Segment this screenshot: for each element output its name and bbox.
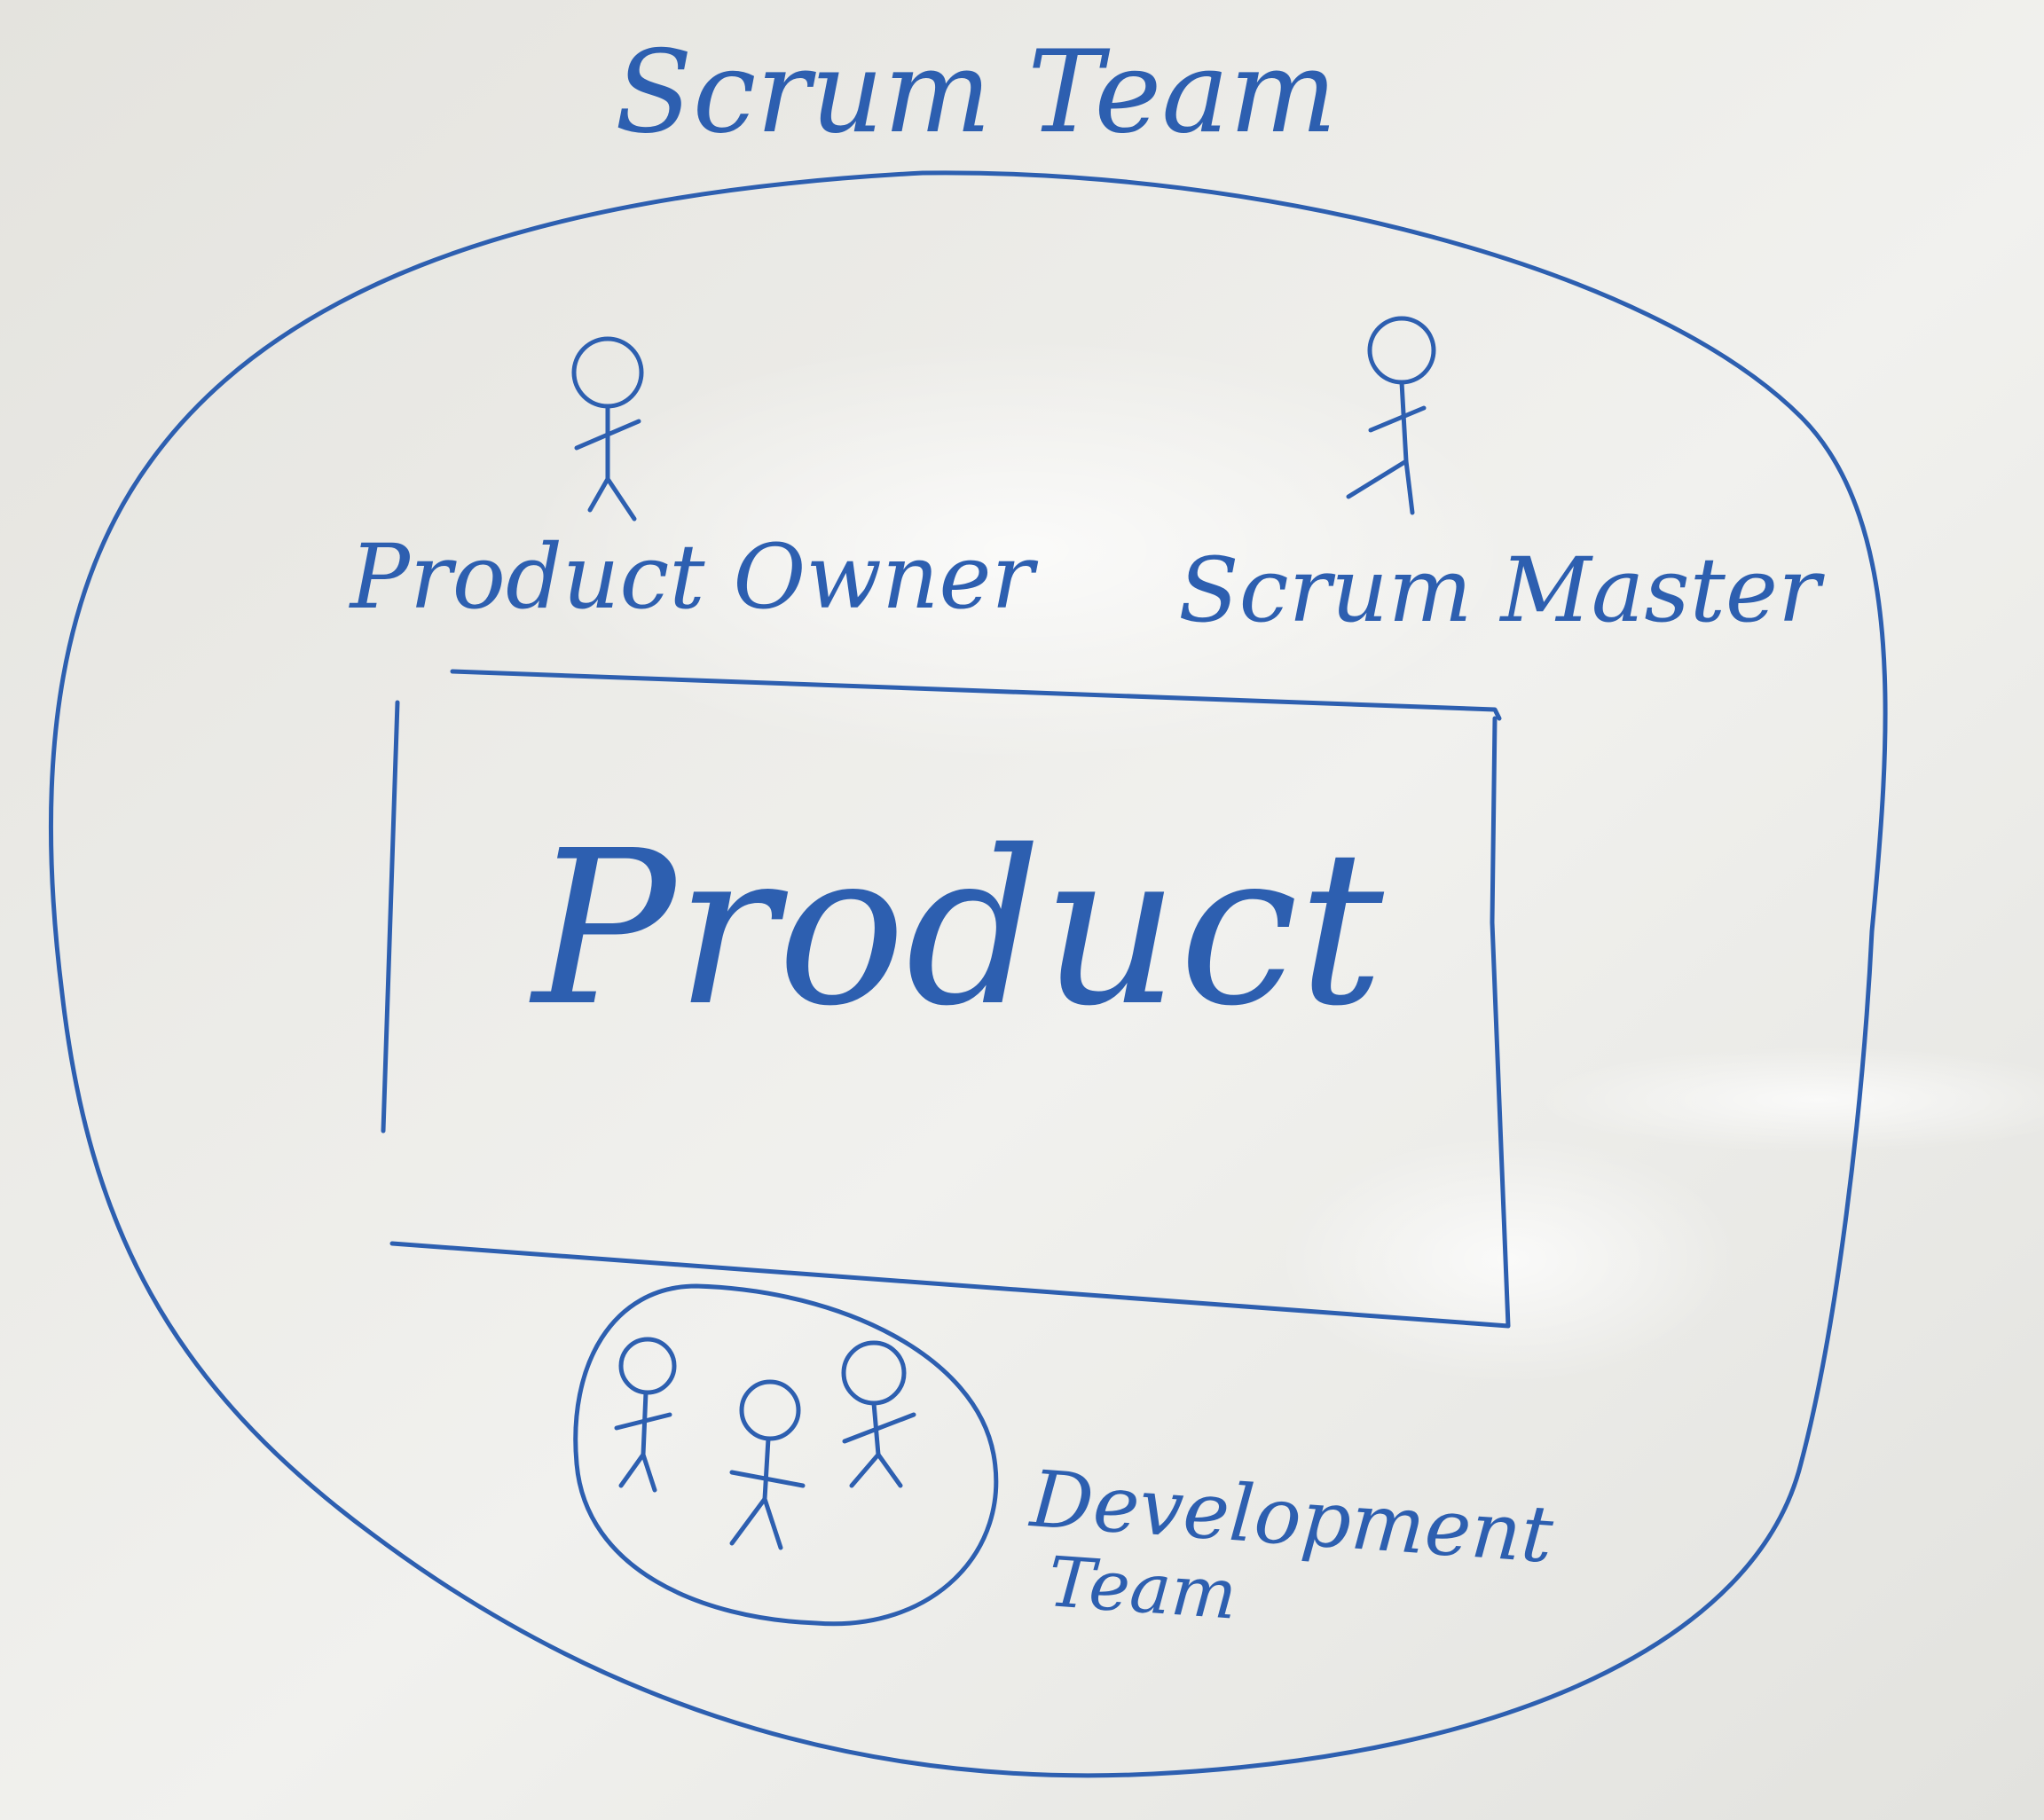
light-reflection — [1278, 1135, 1739, 1384]
product-box-top — [450, 669, 1502, 721]
developer-figure-1 — [614, 1337, 677, 1493]
product-box-left — [381, 700, 400, 1134]
product-box-bottom — [389, 1241, 1475, 1326]
developer-3-arms — [842, 1412, 916, 1444]
developer-figure-3 — [841, 1340, 916, 1488]
developer-1-body — [641, 1390, 649, 1457]
diagram-title: Scrum Team — [615, 27, 1337, 159]
developer-figure-2 — [729, 1379, 806, 1550]
light-reflection — [523, 337, 1517, 763]
developer-2-arms — [729, 1470, 806, 1488]
scrum-team-boundary — [48, 170, 1888, 1778]
scrum-master-label: Scrum Master — [1178, 538, 1825, 642]
product-owner-figure — [571, 336, 644, 522]
developer-2-body — [762, 1436, 771, 1502]
product-box — [381, 669, 1511, 1329]
development-team-boundary — [573, 1283, 999, 1627]
scrum-master-figure — [1346, 316, 1436, 515]
developer-3-legs — [849, 1452, 903, 1488]
product-owner-label: Product Owner — [349, 525, 1039, 629]
developer-1-legs — [618, 1452, 657, 1493]
product-owner-legs — [587, 476, 637, 522]
developer-2-legs — [729, 1496, 783, 1550]
light-reflection — [1535, 1047, 2044, 1153]
product-box-right — [1470, 716, 1511, 1329]
scrum-master-arms — [1368, 405, 1427, 433]
product-owner-arms — [574, 419, 641, 451]
scrum-master-body — [1399, 380, 1409, 464]
product-label: Product — [529, 804, 1384, 1053]
scrum-master-legs — [1346, 459, 1415, 515]
development-team-label-line2: Team — [1046, 1542, 1239, 1636]
developer-1-arms — [614, 1412, 672, 1431]
